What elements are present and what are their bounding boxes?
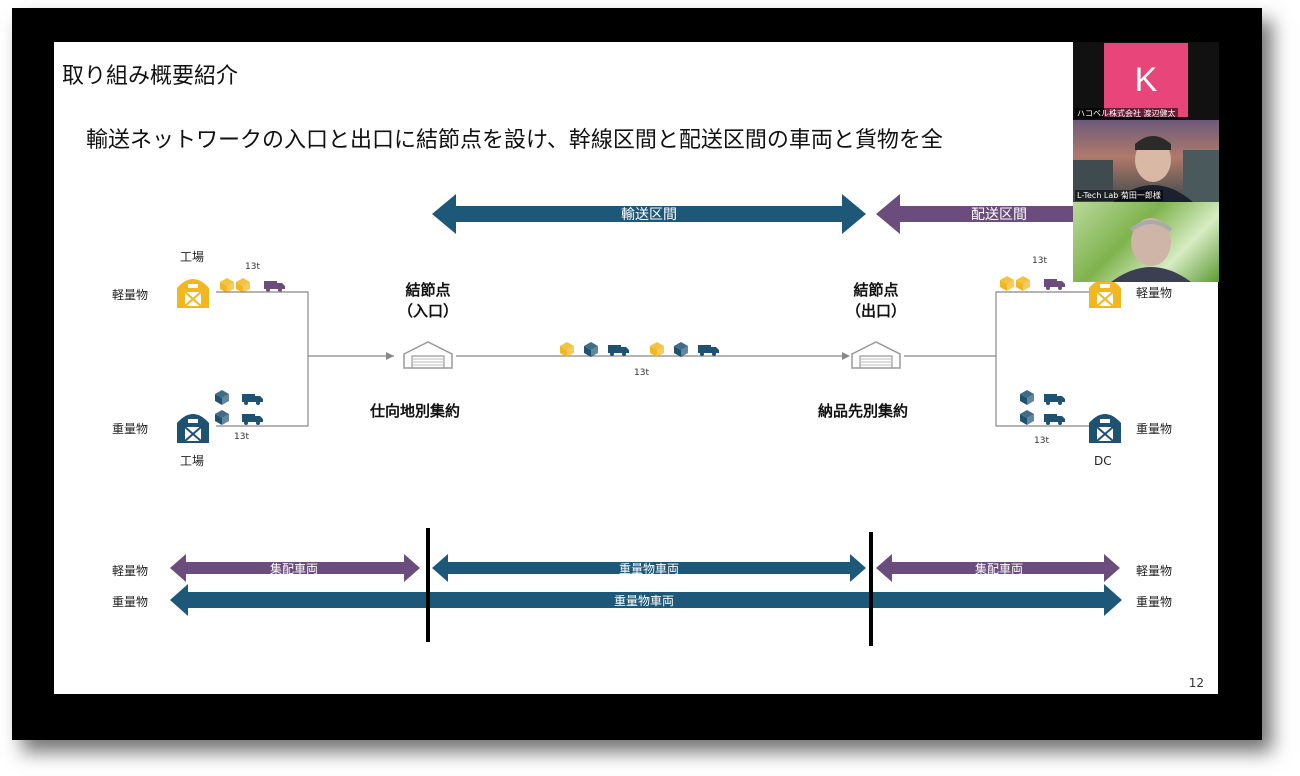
heavy-vehicle-full-arrow bbox=[170, 584, 1122, 616]
participant-tile-3[interactable] bbox=[1073, 202, 1219, 282]
factory-light-icon bbox=[176, 278, 210, 309]
customer-light-icon bbox=[1088, 278, 1122, 309]
node-out-sub: （出口） bbox=[845, 302, 906, 320]
node-in-caption: 仕向地別集約 bbox=[370, 402, 461, 420]
node-in-sub: （入口） bbox=[397, 302, 458, 320]
bottom-heavy-right: 重量物 bbox=[1136, 595, 1173, 609]
participant-video-3 bbox=[1111, 218, 1191, 282]
node-out-warehouse-icon bbox=[851, 341, 901, 369]
page-number: 12 bbox=[1188, 676, 1204, 690]
slide-title: 取り組み概要紹介 bbox=[62, 64, 239, 89]
node-in-warehouse-icon bbox=[403, 341, 453, 369]
load-top-right: 13t bbox=[1032, 256, 1047, 266]
heavy-left-label: 重量物 bbox=[112, 422, 149, 436]
load-mid: 13t bbox=[634, 368, 649, 378]
load-bottom-right: 13t bbox=[1034, 436, 1049, 446]
heavy-full-label: 重量物車両 bbox=[613, 594, 674, 608]
bottom-light-right: 軽量物 bbox=[1136, 564, 1173, 578]
transport-section-label: 輸送区間 bbox=[621, 207, 677, 223]
network-diagram bbox=[170, 194, 1218, 646]
participant-panel: K ハコベル株式会社 渡辺健太 L-Tech Lab 菊田一郎様 bbox=[1073, 42, 1219, 282]
dc-label: DC bbox=[1094, 454, 1112, 468]
bottom-light-left: 軽量物 bbox=[112, 564, 149, 578]
collect-right-label: 集配車両 bbox=[974, 562, 1023, 576]
light-right-label: 軽量物 bbox=[1136, 286, 1173, 300]
load-top-left: 13t bbox=[245, 262, 260, 272]
heavy-right-label: 重量物 bbox=[1136, 422, 1173, 436]
factory-top-label: 工場 bbox=[180, 250, 205, 264]
node-out-caption: 納品先別集約 bbox=[818, 402, 909, 420]
participant-name-1: ハコベル株式会社 渡辺健太 bbox=[1075, 108, 1178, 119]
collect-vehicle-right-arrow bbox=[876, 554, 1120, 582]
load-bottom-left: 13t bbox=[234, 432, 249, 442]
avatar: K bbox=[1104, 43, 1188, 117]
participant-tile-1[interactable]: K ハコベル株式会社 渡辺健太 bbox=[1073, 42, 1219, 120]
heavy-vehicle-mid-arrow bbox=[432, 554, 866, 582]
node-in-title: 結節点 bbox=[405, 281, 451, 299]
heavy-mid-label: 重量物車両 bbox=[618, 562, 679, 576]
transport-section-arrow bbox=[432, 194, 866, 234]
participant-tile-2[interactable]: L-Tech Lab 菊田一郎様 bbox=[1073, 120, 1219, 202]
factory-heavy-icon bbox=[176, 413, 210, 444]
delivery-section-label: 配送区間 bbox=[971, 207, 1027, 223]
bottom-heavy-left: 重量物 bbox=[112, 595, 149, 609]
light-left-label: 軽量物 bbox=[112, 288, 149, 302]
node-out-title: 結節点 bbox=[853, 281, 899, 299]
slide-subtitle: 輸送ネットワークの入口と出口に結節点を設け、幹線区間と配送区間の車両と貨物を全 bbox=[86, 128, 943, 153]
presentation-slide: 取り組み概要紹介 輸送ネットワークの入口と出口に結節点を設け、幹線区間と配送区間… bbox=[54, 42, 1218, 694]
delivery-section-arrow bbox=[876, 194, 1218, 234]
factory-bottom-label: 工場 bbox=[180, 454, 205, 468]
collect-vehicle-left-arrow bbox=[170, 554, 420, 582]
dc-heavy-icon bbox=[1088, 413, 1122, 444]
collect-left-label: 集配車両 bbox=[269, 562, 318, 576]
participant-name-2: L-Tech Lab 菊田一郎様 bbox=[1075, 190, 1163, 201]
